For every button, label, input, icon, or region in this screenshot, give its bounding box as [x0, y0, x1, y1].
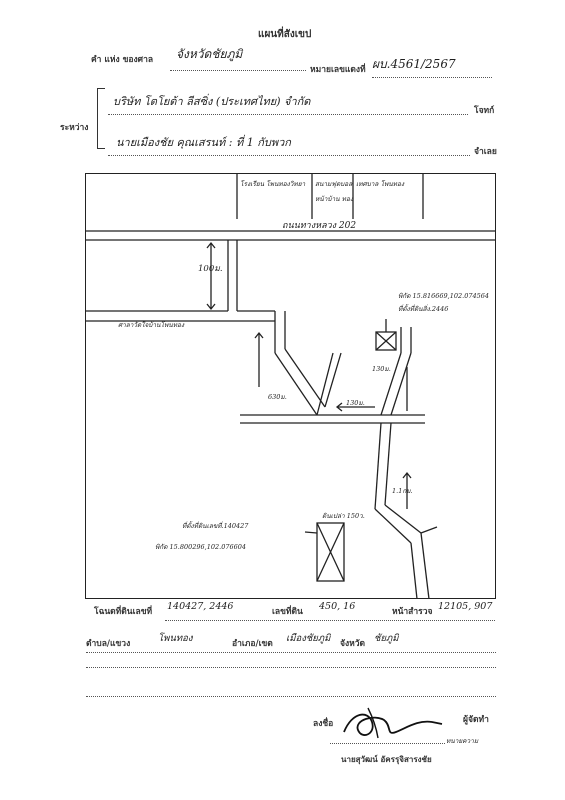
- diag-road-a2: [274, 352, 318, 416]
- tambon-value: โพนทอง: [158, 633, 193, 644]
- map-drawing: [85, 173, 496, 599]
- blank-dotline-1: [86, 667, 496, 668]
- tambon-dotline: [86, 652, 496, 653]
- bracket-top: [97, 88, 105, 89]
- rawang-label: ระหว่าง: [60, 123, 89, 133]
- parcel-bottom-box: [316, 522, 345, 582]
- parcel-bottom-pointer: [304, 531, 318, 534]
- province-value: ชัยภูมิ: [374, 633, 399, 644]
- map-frame: [85, 173, 496, 599]
- box-field: สนามฟุตบอล: [315, 180, 353, 188]
- deed-dotline: [165, 620, 495, 621]
- case-dotline: [372, 77, 492, 78]
- down-road-west-2: [374, 508, 412, 544]
- down-road-east-3: [420, 532, 430, 599]
- down-road-east-1: [384, 422, 392, 506]
- blank-dotline-2: [86, 696, 496, 697]
- survey-label: หน้าสำรวจ: [392, 607, 433, 617]
- dist-1km-label: 1.1กม.: [392, 487, 413, 495]
- temple-label: ศาลาวัดใจบ้านโพนทอง: [118, 321, 185, 329]
- case-number: ผบ.4561/2567: [372, 57, 456, 71]
- plaintiff-role: โจทก์: [474, 106, 495, 116]
- defendant-role: จำเลย: [474, 147, 497, 157]
- dist-left-label: 100ม.: [198, 264, 223, 274]
- court-prefix: คำ แห่ง ของศาล: [91, 55, 154, 65]
- page-title: แผนที่สังเขป: [258, 29, 312, 40]
- sign-side-note: ทนายความ: [446, 737, 479, 745]
- signer-name: นายสุวัฒน์ อัครรุจิสารงชัย: [341, 755, 432, 764]
- down-road-spur: [420, 526, 438, 534]
- parcel-top-label: ที่ตั้งที่ดินสิ่ง.2446: [398, 305, 449, 313]
- coord-bottom: พิกัด 15.800296,102.076604: [155, 543, 247, 551]
- diag-road-b2: [284, 348, 326, 408]
- defendant-name: นายเมืองชัย คุณเสรนท์ : ที่ 1 กับพวก: [116, 136, 291, 149]
- amphoe-value: เมืองชัยภูมิ: [286, 633, 331, 644]
- branch-road-1: [316, 352, 334, 416]
- deed-value: 140427, 2446: [167, 601, 234, 612]
- right-up-road-2: [390, 352, 412, 416]
- sign-dotline: [330, 743, 445, 744]
- party-bracket: [97, 88, 98, 148]
- right-up-road-1: [380, 352, 402, 416]
- coord-top: พิกัด 15.816669,102.074564: [398, 292, 490, 300]
- court-name: จังหวัดชัยภูมิ: [176, 47, 243, 61]
- highway-label: ถนนทางหลวง 202: [282, 221, 357, 231]
- dist-630-label: 630ม.: [268, 393, 287, 401]
- signature-scribble: [343, 707, 443, 739]
- court-dotline: [170, 70, 306, 71]
- amphoe-label: อำเภอ/เขต: [232, 639, 273, 649]
- plaintiff-dotline: [108, 114, 468, 115]
- down-road-west-1: [374, 422, 382, 510]
- sign-role: ผู้จัดทำ: [463, 715, 489, 725]
- plaintiff-name: บริษัท โตโยต้า ลีสซิ่ง (ประเทศไทย) จำกัด: [113, 95, 311, 108]
- bracket-bottom: [97, 148, 105, 149]
- land-no-value: 450, 16: [319, 601, 356, 612]
- parcel-bottom-label: ที่ตั้งที่ดินเลขที่.140427: [182, 522, 249, 530]
- land-label: ดินเปล่า 150ว.: [322, 512, 365, 520]
- land-no-label: เลขที่ดิน: [272, 607, 303, 617]
- deed-label: โฉนดที่ดินเลขที่: [94, 607, 153, 617]
- box-school: โรงเรียน โพนทองวิทยา: [240, 180, 306, 188]
- defendant-dotline: [108, 155, 470, 156]
- dist-130-right-label: 130ม.: [372, 365, 391, 373]
- case-number-label: หมายเลขแดงที่: [310, 65, 366, 75]
- sign-label: ลงชื่อ: [313, 719, 334, 729]
- box-municipal: เทศบาล โพนทอง: [356, 180, 405, 188]
- province-label: จังหวัด: [340, 639, 366, 649]
- box-house: หน้าบ้าน ทอง: [315, 195, 354, 203]
- down-road-east-2: [384, 504, 422, 534]
- branch-road-2: [324, 352, 342, 408]
- tambon-label: ตำบล/แขวง: [86, 639, 131, 649]
- dist-130-mid-label: 130ม.: [346, 399, 365, 407]
- down-road-west-3: [410, 542, 418, 599]
- survey-value: 12105, 907: [438, 601, 493, 612]
